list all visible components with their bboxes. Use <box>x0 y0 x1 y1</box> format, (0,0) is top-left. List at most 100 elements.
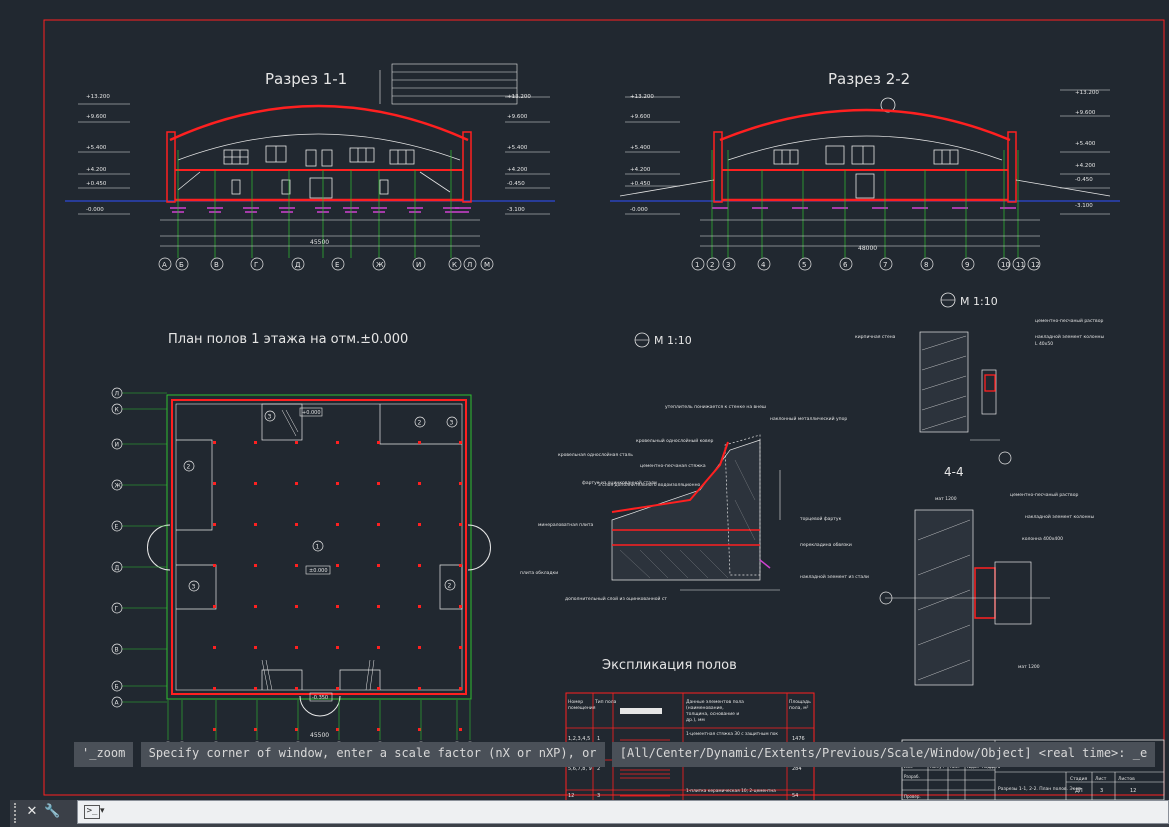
detail-note: цементно-песчаная стяжка <box>640 464 706 469</box>
elevation-mark: +0.450 <box>86 181 107 187</box>
elevation-mark: -0.450 <box>507 181 525 187</box>
section1-overall-dim: 45500 <box>310 239 329 246</box>
elevation-mark: +5.400 <box>86 145 107 151</box>
axis-bubble-label: 5 <box>802 261 806 269</box>
detail-note: накладной элемент колонны <box>1025 513 1094 520</box>
axis-bubble-label: 3 <box>726 261 730 269</box>
plan-axis-label: Е <box>115 524 119 531</box>
section-1-1: Разрез 1-1 <box>65 63 555 271</box>
title-label: Провер. <box>904 794 921 799</box>
detail-note: цементно-песчаный раствор <box>1035 317 1103 324</box>
detail-a-scale: М 1:10 <box>654 334 692 347</box>
explication-header: др.), мм <box>686 717 705 723</box>
axis-bubble-label: К <box>452 261 457 269</box>
elevation-mark: +9.600 <box>86 114 107 120</box>
axis-bubble-label: В <box>214 261 219 269</box>
detail-note: цементно-песчаный раствор <box>1010 491 1078 498</box>
section1-title: Разрез 1-1 <box>265 70 347 88</box>
plan-axis-label: А <box>115 700 120 707</box>
command-history-line: '_zoom <box>78 744 130 762</box>
elevation-mark: +9.600 <box>630 114 651 120</box>
axis-bubble-label: 6 <box>843 261 848 269</box>
plan-axis-label: Б <box>115 684 119 691</box>
axis-bubble-label: Д <box>295 261 301 269</box>
plan-overall-dim: 45500 <box>310 732 329 739</box>
detail-note: накладной элемент из стали <box>800 573 869 580</box>
detail-note: плита обкладки <box>520 570 558 576</box>
room-tag: 2 <box>187 464 191 471</box>
elevation-mark: -0.450 <box>1075 177 1093 183</box>
axis-bubble-label: 7 <box>883 261 887 269</box>
explication-type: 3 <box>597 793 600 799</box>
title-label: Листов <box>1118 776 1135 782</box>
axis-bubble-label: Б <box>179 261 184 269</box>
plan-axis-label: И <box>115 442 120 449</box>
title-label: Разраб. <box>904 774 920 779</box>
explication-room: 12 <box>568 793 574 799</box>
plan-level-top: +0.000 <box>302 410 321 416</box>
detail-note: 3 слоя дополнительного водоизоляционно <box>598 482 701 488</box>
detail-note: утеплитель понижается к стенке на внеш <box>665 405 766 410</box>
axis-bubble-label: А <box>162 261 167 269</box>
plan-axis-label: В <box>115 647 119 654</box>
elevation-mark: +4.200 <box>630 167 651 173</box>
title-sheet-num: 3 <box>1100 788 1103 794</box>
detail-note: колонна 400х400 <box>1022 536 1063 542</box>
detail-note: фартук из оцинкованной стали <box>582 479 657 486</box>
explication-area: 54 <box>792 793 798 799</box>
axis-bubble-label: Л <box>467 261 472 269</box>
room-tag: 3 <box>450 420 454 427</box>
room-tag: 2 <box>418 420 422 427</box>
elevation-mark: +13.200 <box>630 94 654 100</box>
explication-header: Площадь <box>789 699 811 705</box>
plan-axis-label: Г <box>115 606 119 613</box>
explication-layers: 1-плитка керамическая 10; 2-цементна <box>686 788 776 794</box>
explication-header: (наименование, <box>686 705 724 711</box>
elevation-mark: +13.200 <box>1075 90 1099 96</box>
command-history-line: Specify corner of window, enter a scale … <box>144 744 601 762</box>
explication-area: 284 <box>792 766 802 772</box>
explication-area: 1476 <box>792 736 805 742</box>
floor-plan: План полов 1 этажа на отм.±0.000 2345678… <box>111 332 491 753</box>
elevation-mark: +0.450 <box>630 181 651 187</box>
command-input[interactable] <box>77 800 1169 824</box>
detail-note: кровельный однослойный ковер <box>636 437 713 444</box>
plan-level-bottom: -0.350 <box>312 695 328 701</box>
prompt-icon[interactable]: >_ <box>84 805 100 819</box>
detail-roof-edge: М 1:10 утеплитель понижается к стенке на… <box>520 332 869 602</box>
elevation-mark: +5.400 <box>1075 141 1096 147</box>
detail-note: мат 1200 <box>1018 664 1040 670</box>
elevation-mark: +13.200 <box>507 94 531 100</box>
axis-bubble-label: 12 <box>1031 261 1040 269</box>
axis-bubble-label: Г <box>254 261 258 269</box>
axis-bubble-label: 4 <box>761 261 766 269</box>
elevation-mark: +9.600 <box>1075 110 1096 116</box>
axis-bubble-label: И <box>416 261 421 269</box>
elevation-mark: +5.400 <box>630 145 651 151</box>
axis-bubble-label: 2 <box>710 261 714 269</box>
axis-bubble-label: Ж <box>376 261 384 269</box>
axis-bubble-label: М <box>484 261 490 269</box>
axis-bubble-label: Е <box>335 261 339 269</box>
elevation-mark: -3.100 <box>1075 203 1093 209</box>
detail-note: минераловатная плита <box>538 523 594 528</box>
title-label: Лист <box>1095 776 1107 782</box>
axis-bubble-label: 8 <box>924 261 928 269</box>
axis-bubble-label: 10 <box>1001 261 1010 269</box>
close-icon[interactable]: ✕ <box>26 804 38 819</box>
chevron-down-icon[interactable]: ▾ <box>100 806 105 816</box>
wrench-icon[interactable]: 🔧 <box>44 804 61 819</box>
axis-bubble-label: 11 <box>1016 261 1025 269</box>
explication-type: 1 <box>597 736 600 742</box>
drawing-canvas[interactable]: Разрез 1-1 <box>0 0 1169 800</box>
drag-handle[interactable] <box>14 803 20 823</box>
axis-bubble-label: 1 <box>695 261 699 269</box>
section-2-2: Разрез 2-2 48000 <box>610 70 1120 271</box>
floor-plan-title: План полов 1 этажа на отм.±0.000 <box>168 332 408 347</box>
room-tag: 2 <box>448 583 452 590</box>
section44-title: 4-4 <box>944 465 964 479</box>
explication-header: толщина, основание и <box>686 712 739 717</box>
command-history-line: [All/Center/Dynamic/Extents/Previous/Sca… <box>615 744 1152 762</box>
title-label: Стадия <box>1070 776 1088 782</box>
